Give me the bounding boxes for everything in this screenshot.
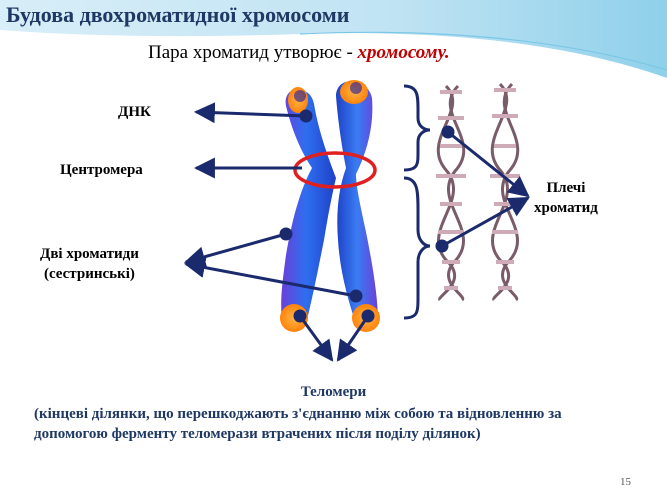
pointer-lines: [183, 102, 530, 362]
tip-shade: [294, 90, 306, 102]
dna-helix-right: [490, 82, 520, 302]
brace-upper: [403, 84, 431, 172]
chromatid-right: [336, 81, 378, 332]
tip-shade: [350, 82, 362, 94]
centromere-ring: [293, 151, 377, 189]
header-wave: [0, 0, 667, 78]
slide-title: Будова двохроматидної хромосоми: [6, 2, 350, 27]
page-number: 15: [620, 476, 631, 488]
chromatid-left: [281, 89, 336, 331]
label-two-chromatids: Дві хроматиди (сестринські): [40, 244, 139, 284]
label-two-chromatids-line1: Дві хроматиди: [40, 246, 139, 262]
slide-subtitle: Пара хроматид утворює - хромосому.: [148, 42, 450, 64]
label-centromere: Центромера: [60, 162, 143, 178]
label-arms-line1: Плечі: [546, 180, 586, 196]
label-arms-line2: хроматид: [534, 200, 598, 216]
telomeres-description: (кінцеві ділянки, що перешкоджають з'єдн…: [34, 406, 562, 442]
brace-lower: [403, 176, 431, 320]
telomeres-title: Теломери: [300, 384, 367, 400]
header-wave-line: [299, 31, 667, 71]
chromosome: [280, 80, 380, 332]
label-dna: ДНК: [118, 104, 151, 120]
subtitle-emphasis: хромосому.: [357, 42, 450, 63]
label-chromatid-arms: Плечі хроматид: [534, 178, 598, 218]
label-two-chromatids-line2: (сестринські): [43, 266, 135, 282]
subtitle-text: Пара хроматид утворює -: [148, 42, 358, 63]
dna-helix-left: [436, 84, 466, 302]
